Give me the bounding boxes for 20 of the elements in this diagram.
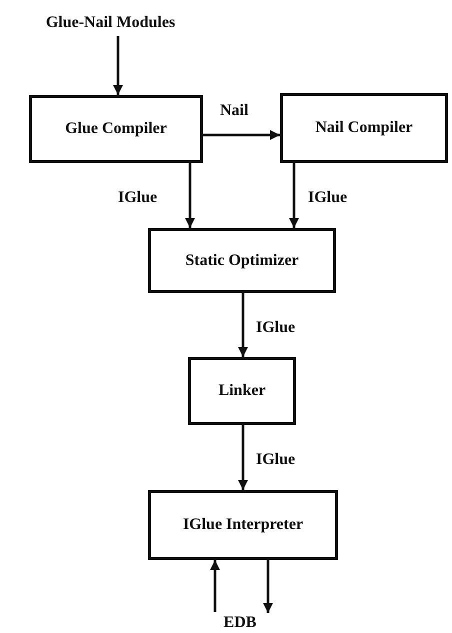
box-label: Static Optimizer bbox=[185, 252, 299, 270]
box-label: IGlue Interpreter bbox=[182, 516, 304, 534]
arrow bbox=[238, 425, 248, 490]
input-label: Glue-Nail Modules bbox=[46, 14, 176, 32]
process-box bbox=[148, 490, 338, 560]
box-label: Glue Compiler bbox=[65, 120, 167, 138]
process-box bbox=[29, 95, 203, 163]
arrow bbox=[185, 163, 195, 228]
arrow bbox=[238, 293, 248, 357]
input-label: EDB bbox=[224, 614, 256, 632]
arrow bbox=[210, 560, 220, 612]
arrow bbox=[113, 36, 123, 95]
arrow bbox=[289, 163, 299, 228]
box-label: Nail Compiler bbox=[315, 119, 413, 137]
arrow bbox=[263, 560, 273, 613]
process-box bbox=[148, 228, 336, 293]
arrow bbox=[203, 130, 280, 140]
process-box bbox=[188, 357, 296, 425]
box-label: Linker bbox=[218, 382, 266, 400]
process-box bbox=[280, 93, 448, 163]
